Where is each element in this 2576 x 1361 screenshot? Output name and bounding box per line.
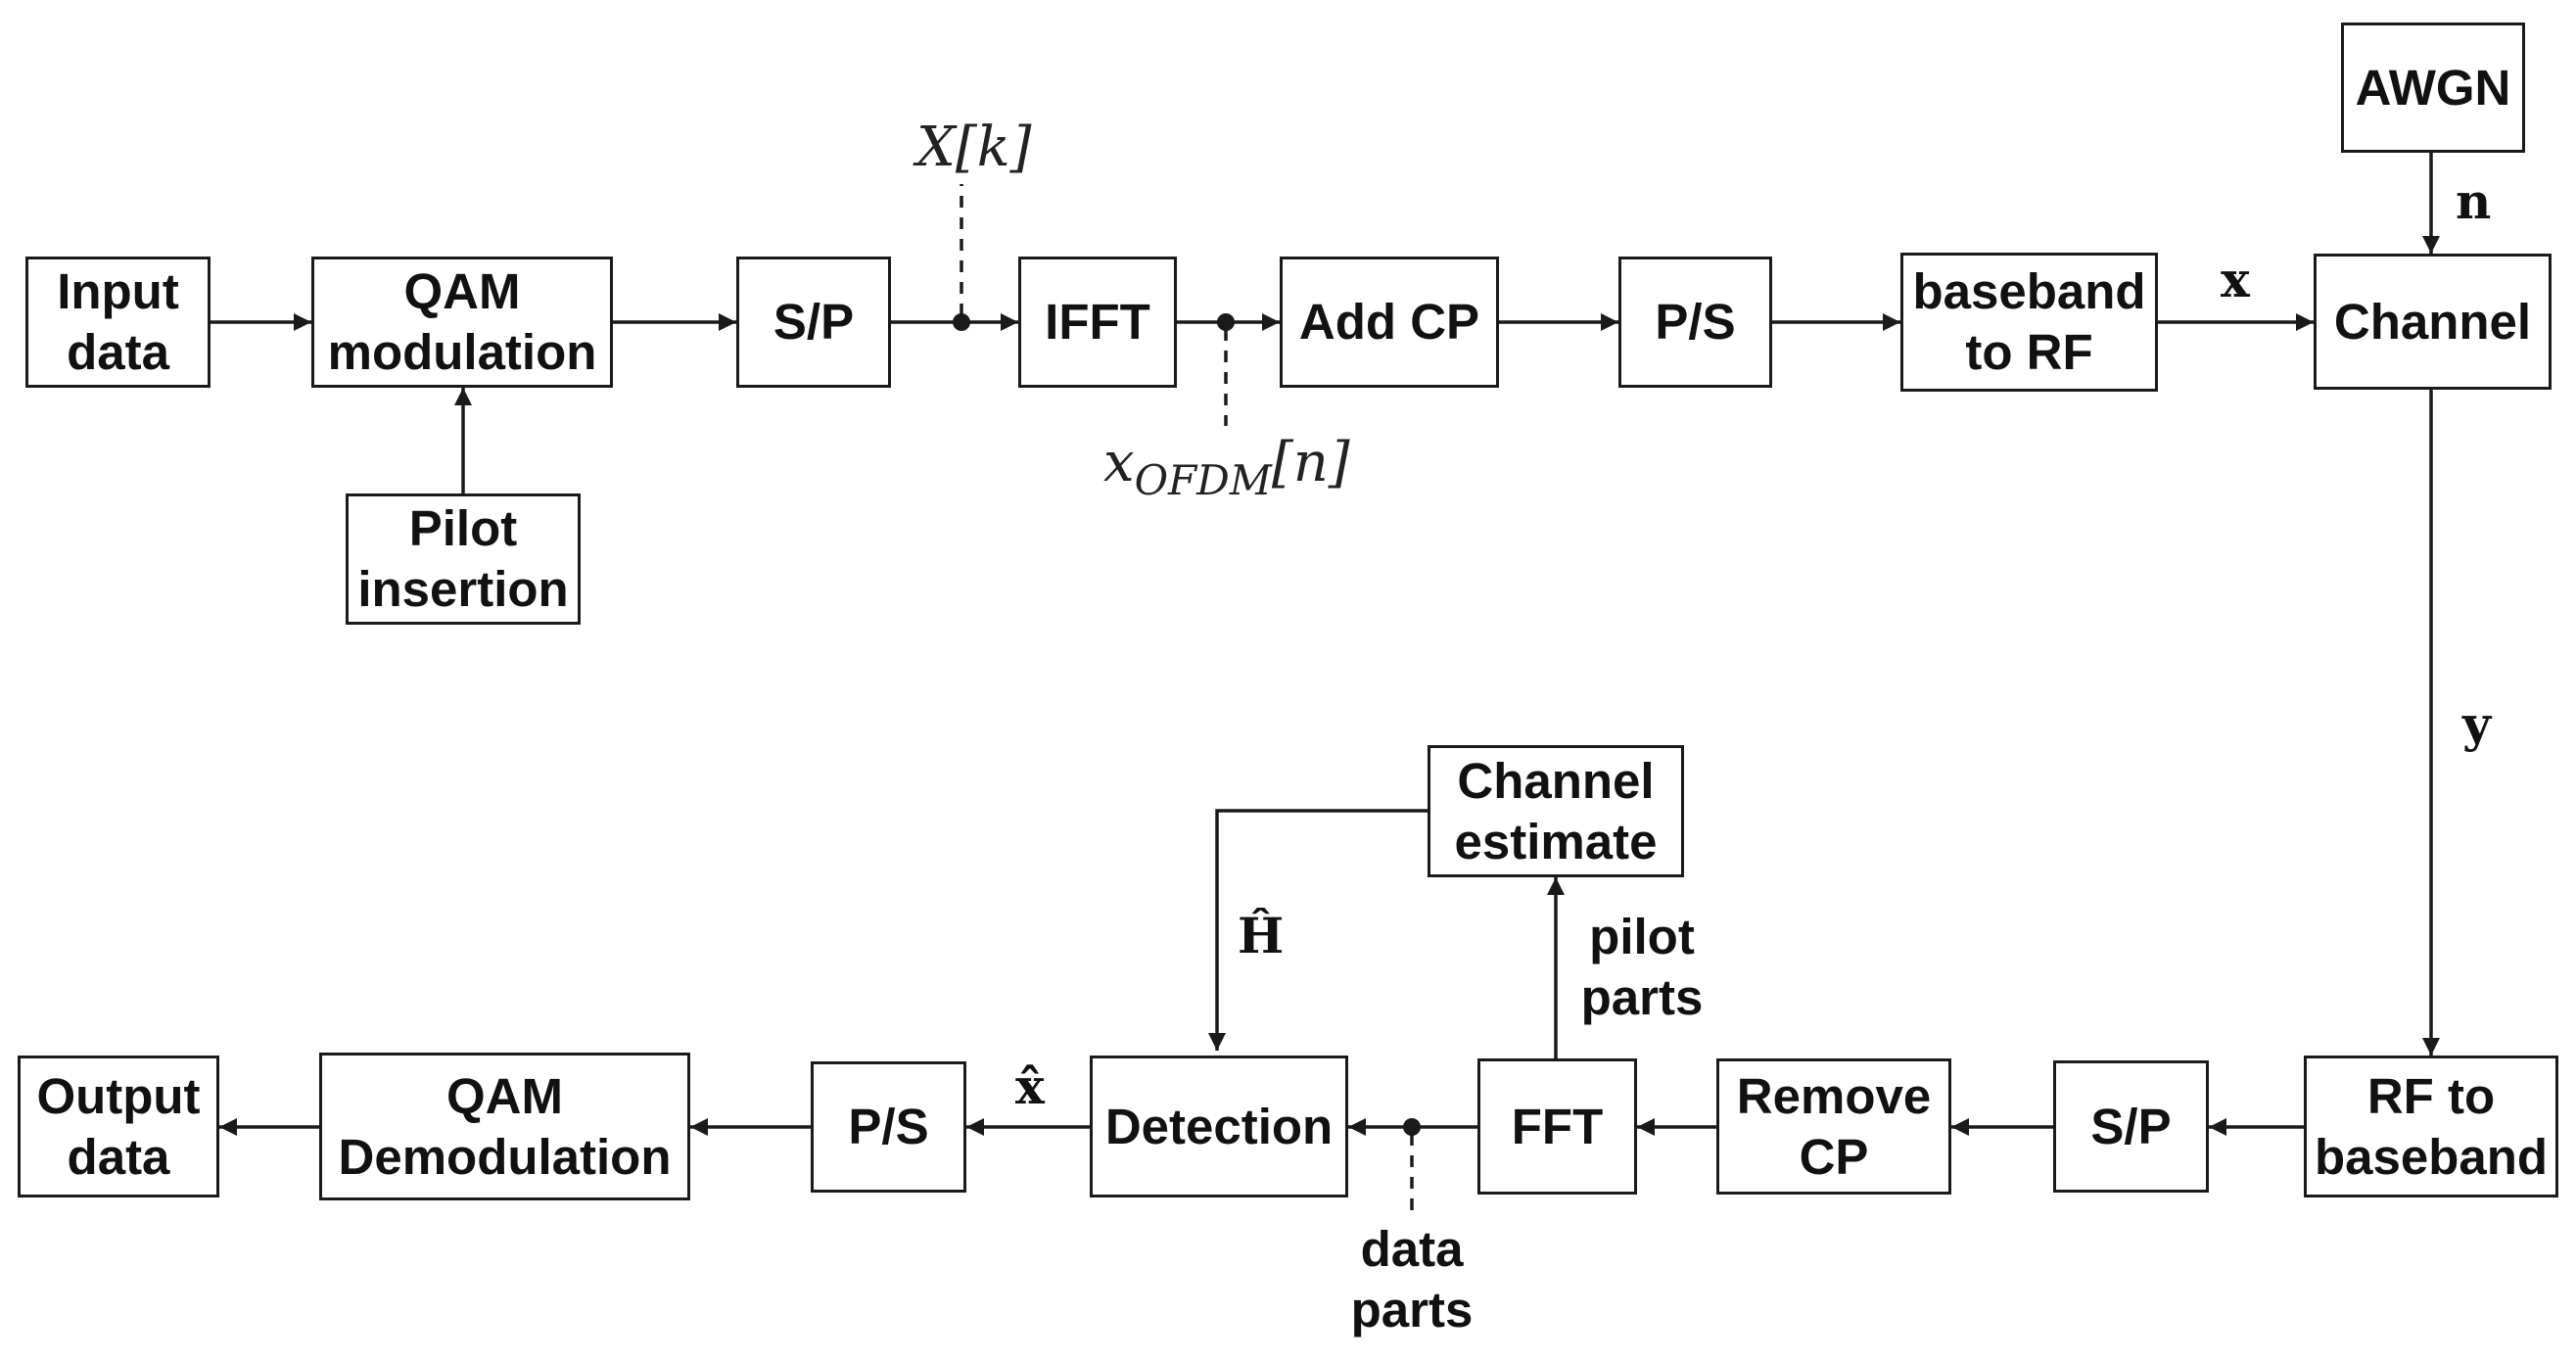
pilot-insertion-block[interactable]: Pilot insertion: [346, 493, 581, 625]
ps-tx-block[interactable]: P/S: [1618, 257, 1772, 388]
channel-estimate-block[interactable]: Channel estimate: [1428, 745, 1684, 877]
x-hat-label: x̂: [1015, 1057, 1045, 1115]
input-data-block[interactable]: Input data: [25, 257, 211, 388]
data-parts-label: data parts: [1350, 1221, 1474, 1338]
h-hat-label: Ĥ: [1238, 907, 1285, 964]
sp-rx-block[interactable]: S/P: [2053, 1060, 2209, 1193]
rf-to-baseband-block[interactable]: RF to baseband: [2304, 1056, 2558, 1197]
freq-symbol-label: X[k]: [916, 116, 1032, 179]
junction-dot-ofdm: [1217, 313, 1235, 331]
tx-signal-label: x: [2221, 251, 2250, 308]
channel-block[interactable]: Channel: [2314, 254, 2552, 390]
rx-signal-label: y: [2462, 695, 2492, 753]
detection-block[interactable]: Detection: [1090, 1056, 1348, 1197]
baseband-to-rf-block[interactable]: baseband to RF: [1900, 253, 2158, 392]
junction-dot-data: [1403, 1118, 1421, 1136]
ofdm-signal-index: [n]: [1271, 431, 1350, 494]
pilot-parts-label: pilot parts: [1580, 909, 1704, 1025]
qam-demodulation-block[interactable]: QAM Demodulation: [319, 1053, 690, 1200]
fft-block[interactable]: FFT: [1477, 1058, 1637, 1195]
ofdm-signal-subscript: OFDM: [1134, 456, 1272, 504]
awgn-block[interactable]: AWGN: [2341, 23, 2525, 153]
add-cp-block[interactable]: Add CP: [1280, 257, 1499, 388]
junction-dot-freq: [953, 313, 970, 331]
ofdm-signal-label: xOFDM[n]: [1103, 431, 1350, 504]
remove-cp-block[interactable]: Remove CP: [1716, 1058, 1951, 1195]
sp-tx-block[interactable]: S/P: [736, 257, 891, 388]
qam-modulation-block[interactable]: QAM modulation: [311, 257, 613, 388]
output-data-block[interactable]: Output data: [18, 1056, 219, 1197]
ps-rx-block[interactable]: P/S: [811, 1061, 966, 1193]
ofdm-signal-base: x: [1103, 431, 1135, 494]
noise-label: n: [2456, 172, 2492, 230]
ifft-block[interactable]: IFFT: [1018, 257, 1177, 388]
arrow-estimate-to-detection: [1208, 809, 1428, 1051]
